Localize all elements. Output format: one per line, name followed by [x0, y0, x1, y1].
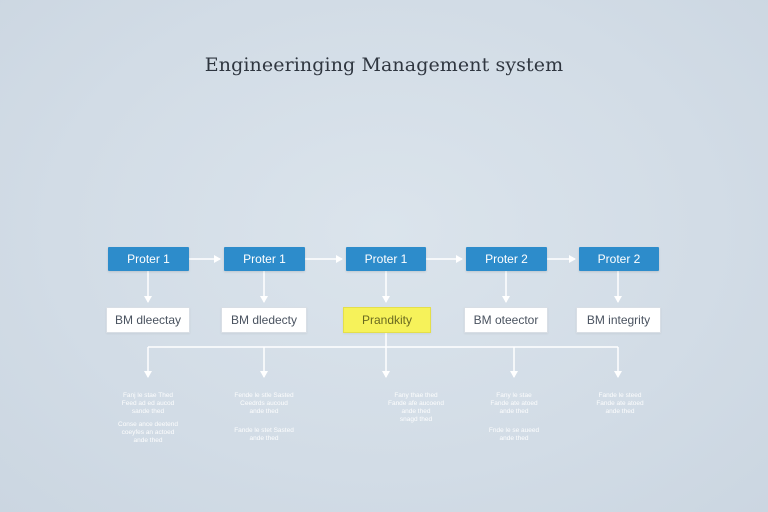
component-node-3-highlighted[interactable]: Prandkity: [343, 307, 431, 333]
process-node-label: Proter 1: [243, 252, 286, 266]
component-node-label: BM dledecty: [230, 313, 298, 327]
note-1-top: Fanj le stae Thed Feed ad ed aucod sande…: [121, 392, 175, 415]
component-node-label: BM integrity: [586, 313, 651, 327]
note-2-top: Fende le stle Sasted Ceedrds aucoud ande…: [234, 392, 294, 415]
diagram-title: Engineeringing Management system: [204, 54, 564, 76]
component-node-2[interactable]: BM dledecty: [221, 307, 307, 333]
component-node-label: BM oteector: [473, 313, 539, 327]
process-node-3[interactable]: Proter 1: [346, 247, 426, 271]
component-node-label: Prandkity: [361, 313, 413, 327]
component-node-5[interactable]: BM integrity: [576, 307, 661, 333]
component-node-4[interactable]: BM oteector: [464, 307, 548, 333]
process-node-2[interactable]: Proter 1: [224, 247, 305, 271]
process-node-label: Proter 1: [127, 252, 170, 266]
note-4-bottom: Fnde le se aueed ande thed: [488, 427, 540, 442]
process-node-1[interactable]: Proter 1: [108, 247, 189, 271]
process-node-label: Proter 2: [597, 252, 641, 266]
process-node-5[interactable]: Proter 2: [579, 247, 659, 271]
process-node-label: Proter 1: [364, 252, 408, 266]
note-3-top: Fany thae thed Fande afe aucoend ande th…: [387, 392, 445, 423]
note-2-bottom: Fande le stet Sasted ande thed: [234, 427, 294, 442]
process-node-4[interactable]: Proter 2: [466, 247, 547, 271]
process-node-label: Proter 2: [485, 252, 528, 266]
component-node-1[interactable]: BM dleectay: [106, 307, 190, 333]
note-4-top: Fany le stae Fande ate atoed ande thed: [490, 392, 538, 415]
note-1-bottom: Conse ance deetend coeyfes an actoed and…: [118, 421, 178, 444]
component-node-label: BM dleectay: [114, 313, 182, 327]
note-5-top: Fande le steed Fande ate atoed ande thed: [596, 392, 644, 415]
